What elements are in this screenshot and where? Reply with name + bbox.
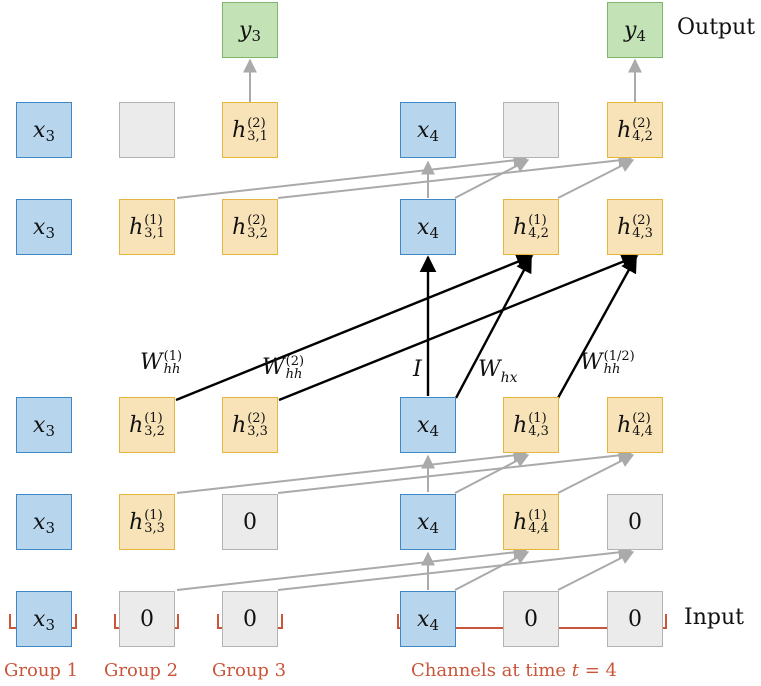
arrow-whx: [454, 255, 533, 399]
arrow-zero-r4-diag: [277, 448, 633, 494]
row3-h44-2: h(2)4,4: [607, 397, 663, 453]
row3-h32-1: h(1)3,2: [119, 397, 175, 453]
row1-empty-g2: [119, 102, 175, 158]
arrow-x4-diag-r2: [454, 159, 530, 199]
arrow-zero-r5-diag: [557, 551, 635, 591]
arrow-zero-g2-diag: [176, 545, 528, 591]
arrow-whh12: [556, 255, 638, 399]
row5-zero-g2: 0: [119, 591, 175, 647]
arrow-x4-diag-r5: [454, 551, 530, 591]
row5-zero-ch3: 0: [607, 591, 663, 647]
row2-h32-2: h(2)3,2: [222, 199, 278, 255]
output-label: Output: [677, 15, 756, 40]
arrow-x4-diag-r4: [454, 454, 530, 494]
row2-h43-2: h(2)4,3: [607, 199, 663, 255]
row1-h31-2: h(2)3,1: [222, 102, 278, 158]
arrow-whh2: [278, 253, 639, 402]
label-whh1: W(1)hh: [140, 349, 183, 377]
channels-label: Channels at time t = 4: [411, 660, 617, 681]
label-identity: I: [413, 357, 422, 382]
group-3-label: Group 3: [212, 660, 287, 681]
row4-zero-g3: 0: [222, 494, 278, 550]
row5-zero-g3: 0: [222, 591, 278, 647]
arrow-h42-diag: [557, 159, 635, 199]
group-2-label: Group 2: [104, 660, 179, 681]
label-whh12: W(1/2)hh: [580, 349, 635, 377]
arrow-zero-g3-diag: [277, 545, 633, 591]
row3-h33-2: h(2)3,3: [222, 397, 278, 453]
row3-h43-1: h(1)4,3: [503, 397, 559, 453]
row4-h33-1: h(1)3,3: [119, 494, 175, 550]
arrow-h44-diag: [557, 454, 635, 494]
arrow-whh1: [175, 253, 534, 402]
row1-h42-2: h(2)4,2: [607, 102, 663, 158]
arrow-h32-diag: [277, 153, 633, 199]
group-1-label: Group 1: [4, 660, 79, 681]
row5-zero-ch2: 0: [503, 591, 559, 647]
row4-zero-ch3: 0: [607, 494, 663, 550]
arrow-h31-diag: [176, 153, 528, 199]
row4-h44-1: h(1)4,4: [503, 494, 559, 550]
input-label: Input: [684, 605, 744, 630]
row1-empty-g2b: [503, 102, 559, 158]
label-whx: Whx: [478, 357, 518, 386]
arrow-h33-diag: [176, 448, 528, 494]
row2-h42-1: h(1)4,2: [503, 199, 559, 255]
label-whh2: W(2)hh: [262, 354, 305, 382]
row2-h31-1: h(1)3,1: [119, 199, 175, 255]
